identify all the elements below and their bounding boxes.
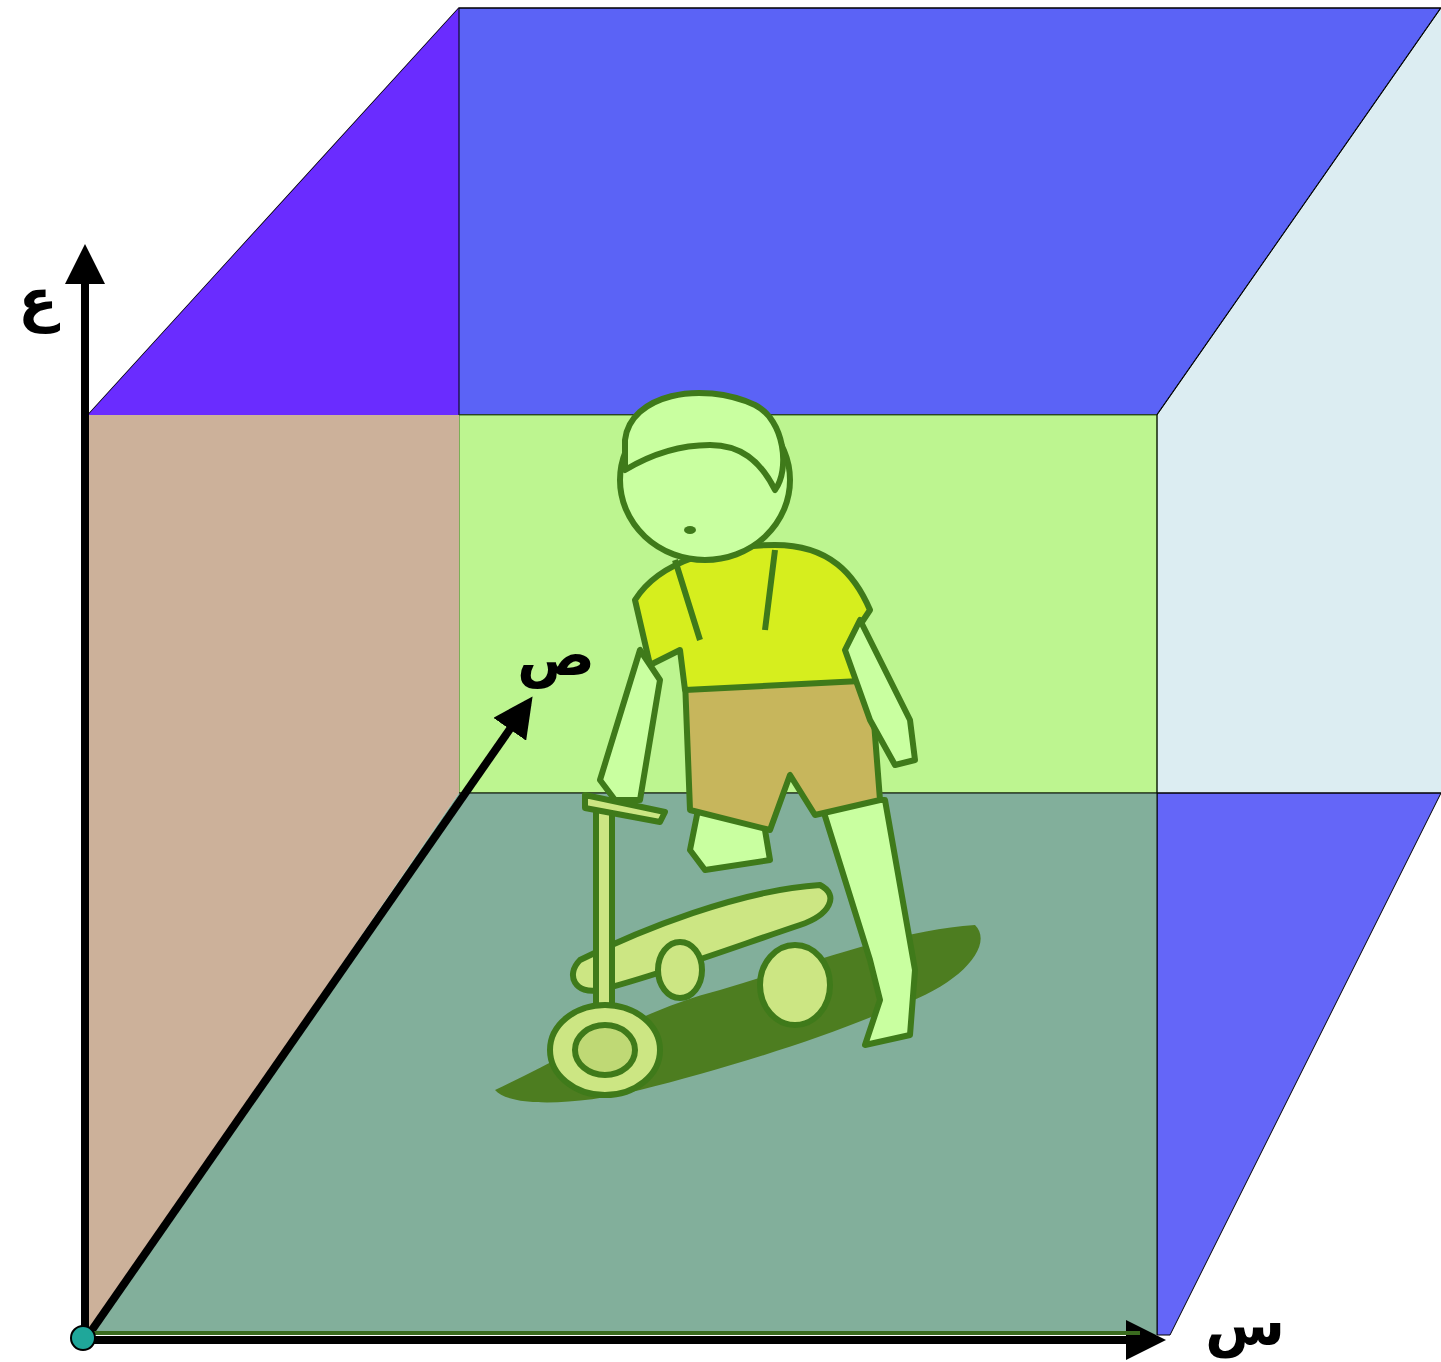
- y-axis: [85, 703, 528, 1340]
- x-axis: [85, 1336, 1158, 1344]
- ceiling-corner: [88, 8, 459, 415]
- floor-edge: [88, 1331, 1140, 1335]
- axis-label: ص: [517, 626, 595, 684]
- axis-label: س: [1205, 1296, 1285, 1354]
- floor: [88, 793, 1157, 1335]
- right-wall: [1157, 8, 1441, 793]
- edge-line: [1157, 415, 1158, 1335]
- origin-dot: [71, 1326, 95, 1350]
- child-on-scooter: [495, 393, 981, 1102]
- edge-line: [1157, 8, 1441, 415]
- right-floor-face: [1157, 793, 1441, 1335]
- z-axis: [81, 252, 89, 1340]
- edge-line: [459, 8, 460, 415]
- axis-label: ع: [18, 271, 58, 329]
